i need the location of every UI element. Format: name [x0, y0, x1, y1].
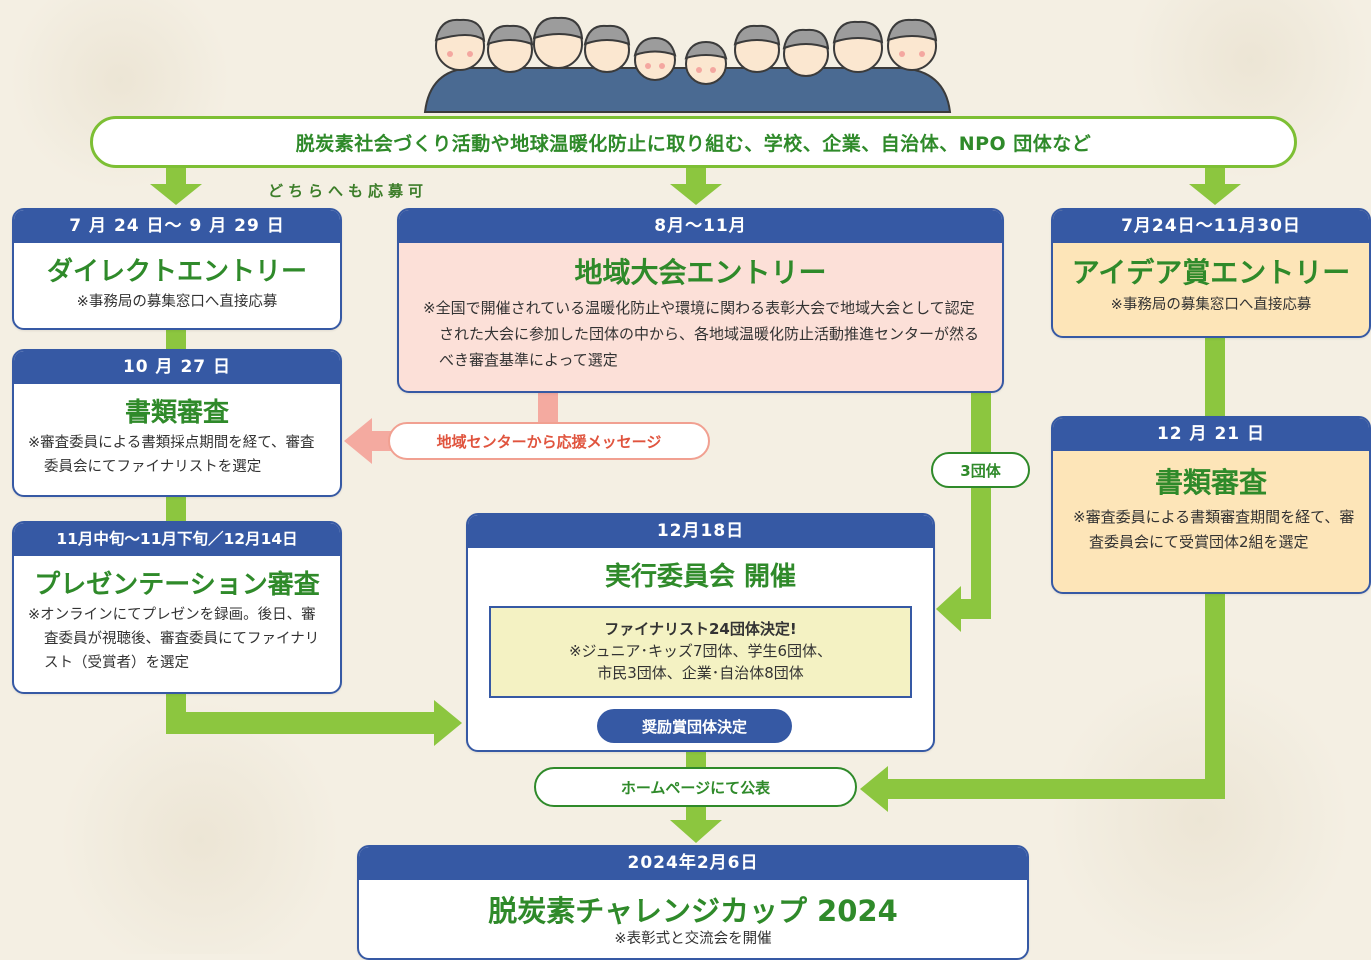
- idea-review-title: 書類審査: [1154, 466, 1267, 499]
- idea-entry-note: ※事務局の募集窓口へ直接応募: [1110, 297, 1312, 313]
- award-pill: 奨励賞団体決定: [597, 709, 792, 743]
- docs-review-card: 10 月 27 日 書類審査 ※審査委員による書類採点期間を経て、審査委員会にて…: [12, 349, 342, 497]
- regional-entry-title: 地域大会エントリー: [574, 256, 827, 289]
- regional-message-pill: 地域センターから応援メッセージ: [388, 422, 710, 460]
- finalist-line-2: 市民3団体、企業･自治体8団体: [597, 664, 804, 682]
- idea-review-date: 12 月 21 日: [1053, 418, 1369, 451]
- final-event-title: 脱炭素チャレンジカップ 2024: [488, 894, 898, 928]
- idea-entry-date: 7月24日〜11月30日: [1053, 210, 1369, 243]
- finalist-line-1: ※ジュニア･キッズ7団体、学生6団体、: [568, 642, 833, 660]
- presentation-note: ※オンラインにてプレゼンを録画。後日、審査委員が視聴後、審査委員にてファイナリス…: [28, 607, 320, 671]
- committee-date: 12月18日: [468, 515, 933, 548]
- homepage-pill: ホームページにて公表: [534, 767, 857, 807]
- idea-entry-title: アイデア賞エントリー: [1071, 256, 1351, 289]
- final-event-card: 2024年2月6日 脱炭素チャレンジカップ 2024 ※表彰式と交流会を開催: [357, 845, 1029, 960]
- regional-entry-note: ※全国で開催されている温暖化防止や環境に関わる表彰大会で地域大会として認定された…: [423, 299, 980, 369]
- direct-entry-note: ※事務局の募集窓口へ直接応募: [76, 294, 278, 310]
- regional-entry-date: 8月〜11月: [399, 210, 1002, 243]
- docs-review-date: 10 月 27 日: [14, 351, 340, 384]
- final-event-date: 2024年2月6日: [359, 847, 1027, 880]
- final-event-note: ※表彰式と交流会を開催: [614, 931, 772, 947]
- direct-entry-date: 7 月 24 日〜 9 月 29 日: [14, 210, 340, 243]
- presentation-date: 11月中旬〜11月下旬／12月14日: [14, 523, 340, 556]
- docs-review-title: 書類審査: [124, 398, 229, 428]
- people-illustration: [423, 16, 952, 113]
- idea-review-note: ※審査委員による書類審査期間を経て、審査委員会にて受賞団体2組を選定: [1073, 508, 1355, 551]
- finalist-heading: ファイナリスト24団体決定!: [604, 620, 797, 638]
- presentation-card: 11月中旬〜11月下旬／12月14日 プレゼンテーション審査 ※オンラインにてプ…: [12, 521, 342, 694]
- presentation-title: プレゼンテーション審査: [34, 570, 320, 600]
- regional-count-pill: 3団体: [931, 452, 1030, 488]
- finalist-box: ファイナリスト24団体決定! ※ジュニア･キッズ7団体、学生6団体、 市民3団体…: [489, 606, 912, 698]
- participants-banner: 脱炭素社会づくり活動や地球温暖化防止に取り組む、学校、企業、自治体、NPO 団体…: [90, 116, 1297, 168]
- direct-entry-card: 7 月 24 日〜 9 月 29 日 ダイレクトエントリー ※事務局の募集窓口へ…: [12, 208, 342, 330]
- committee-title: 実行委員会 開催: [604, 562, 797, 592]
- either-entry-note: どちらへも応募可: [268, 182, 429, 200]
- docs-review-note: ※審査委員による書類採点期間を経て、審査委員会にてファイナリストを選定: [28, 435, 315, 475]
- regional-entry-card: 8月〜11月 地域大会エントリー ※全国で開催されている温暖化防止や環境に関わる…: [397, 208, 1004, 393]
- idea-entry-card: 7月24日〜11月30日 アイデア賞エントリー ※事務局の募集窓口へ直接応募: [1051, 208, 1371, 338]
- direct-entry-title: ダイレクトエントリー: [46, 257, 307, 287]
- idea-review-card: 12 月 21 日 書類審査 ※審査委員による書類審査期間を経て、審査委員会にて…: [1051, 416, 1371, 594]
